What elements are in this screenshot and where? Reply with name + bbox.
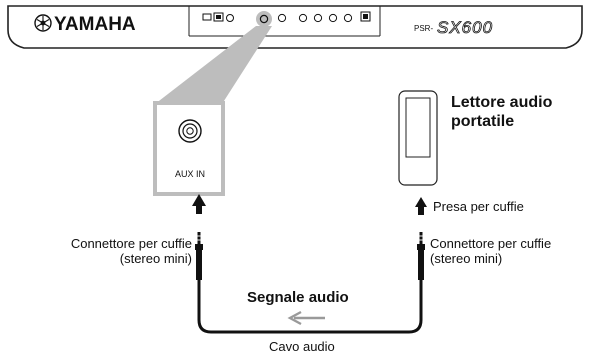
device-name-line1: Lettore audio [451, 94, 553, 111]
arrow-up-right [415, 197, 427, 215]
device-name-line2: portatile [451, 113, 515, 130]
audio-cable [197, 286, 423, 334]
model-name: PSR- SX600 [414, 18, 493, 38]
headphone-jack-label: Presa per cuffie [433, 199, 524, 214]
model-prefix: PSR- [414, 24, 433, 33]
model-suffix: SX600 [437, 18, 493, 37]
signal-direction-arrow [287, 310, 325, 326]
left-connector-label-line2: (stereo mini) [119, 251, 192, 266]
right-connector-label-line1: Connettore per cuffie [430, 236, 552, 251]
portable-player-icon [398, 90, 438, 186]
signal-label: Segnale audio [247, 289, 349, 306]
left-plug [195, 232, 203, 286]
aux-in-panel: AUX IN [153, 101, 225, 196]
rear-panel-jacks [202, 11, 371, 27]
arrow-up-left [192, 194, 206, 214]
zoom-callout [155, 26, 272, 104]
right-connector-label-line2: (stereo mini) [430, 251, 503, 266]
brand-name: YAMAHA [54, 14, 136, 35]
aux-in-label: AUX IN [175, 169, 205, 179]
yamaha-logo: YAMAHA [34, 14, 136, 35]
cable-label: Cavo audio [269, 339, 335, 354]
left-connector-label-line1: Connettore per cuffie [70, 236, 192, 251]
keyboard-rear-panel [7, 5, 583, 49]
right-plug [417, 232, 425, 286]
